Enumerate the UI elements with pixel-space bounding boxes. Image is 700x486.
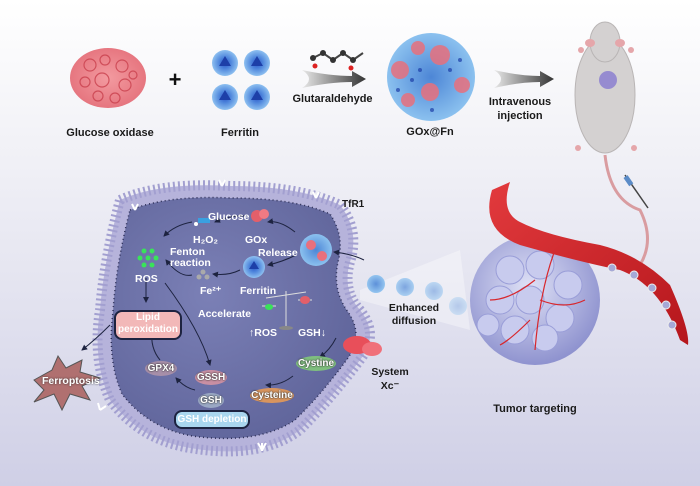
label-intravenous: Intravenous xyxy=(488,96,552,108)
membrane-dots xyxy=(110,196,357,440)
glutaraldehyde-molecule xyxy=(310,50,364,71)
gox-fn-complex xyxy=(387,33,475,121)
label-release: Release xyxy=(258,247,298,259)
ferroptosis-burst xyxy=(33,354,102,412)
glucose-icon xyxy=(194,218,210,226)
label-xc: Xc⁻ xyxy=(380,380,400,392)
label-fe2: Fe²⁺ xyxy=(200,285,222,297)
label-glutaraldehyde: Glutaraldehyde xyxy=(292,93,373,105)
gpx4-pill: GPX4 xyxy=(145,361,177,376)
label-accelerate: Accelerate xyxy=(198,308,252,320)
mouse-illustration xyxy=(574,21,649,266)
label-lipid: Lipid xyxy=(136,312,160,323)
tumor-mass xyxy=(470,235,600,365)
label-h2o2: H₂O₂ xyxy=(193,234,219,246)
glucose-oxidase-structure xyxy=(70,48,146,108)
label-gox: GOx xyxy=(245,234,268,246)
cysteine-pill: Cysteine xyxy=(250,388,294,403)
up-arrow-icon: ↑ xyxy=(249,327,255,339)
arrow-right-icon xyxy=(494,70,554,88)
label-gox-fn: GOx@Fn xyxy=(406,126,454,138)
cell-interior xyxy=(111,197,357,439)
gsh-depletion-box: GSH depletion xyxy=(174,410,250,429)
label-ferritin: Ferritin xyxy=(221,127,259,139)
tfr1-receptors xyxy=(97,179,320,451)
vessel-nanoparticles xyxy=(607,263,677,330)
label-ros: ROS xyxy=(135,273,158,285)
label-glucose-oxidase: Glucose oxidase xyxy=(66,127,154,139)
diffusing-nanoparticles xyxy=(367,275,467,315)
label-injection: injection xyxy=(497,110,543,122)
label-ferritin-cell: Ferritin xyxy=(240,285,277,297)
label-gsh-down-text: GSH xyxy=(298,327,321,339)
gox-icon xyxy=(251,209,269,222)
label-diffusion: diffusion xyxy=(391,315,437,327)
label-ros-up: ↑ROS xyxy=(249,327,277,339)
label-tfr1: TfR1 xyxy=(342,199,365,210)
label-system: System xyxy=(371,366,409,378)
label-fenton: Fenton xyxy=(170,246,205,258)
pathway-arrows xyxy=(81,215,365,391)
ros-icon xyxy=(137,248,159,268)
label-glucose: Glucose xyxy=(208,211,250,223)
system-xc-transporter xyxy=(343,336,382,356)
gssh-pill: GSSH xyxy=(195,370,227,385)
label-reaction: reaction xyxy=(170,257,211,269)
diffusion-cone xyxy=(360,250,470,330)
down-arrow-icon: ↓ xyxy=(320,327,327,339)
cystine-pill: Cystine xyxy=(296,356,336,371)
label-ferroptosis: Ferroptosis xyxy=(42,375,100,387)
lipid-peroxidation-box: Lipid peroxidation xyxy=(114,310,182,340)
ferritin-cell-icon xyxy=(243,256,265,278)
plus-sign: + xyxy=(169,67,182,92)
label-peroxidation: peroxidation xyxy=(117,324,178,335)
label-enhanced: Enhanced xyxy=(388,302,440,314)
released-complex-icon xyxy=(300,234,332,266)
fe2-icon xyxy=(196,269,210,280)
label-ros-up-text: ROS xyxy=(254,327,278,339)
gsh-pill: GSH xyxy=(198,393,224,408)
label-gsh-down: GSH↓ xyxy=(298,327,326,339)
ferritin-cages xyxy=(212,50,270,110)
arrow-right-icon xyxy=(302,70,366,88)
label-tumor-targeting: Tumor targeting xyxy=(493,403,577,415)
balance-scale-icon xyxy=(262,291,312,330)
